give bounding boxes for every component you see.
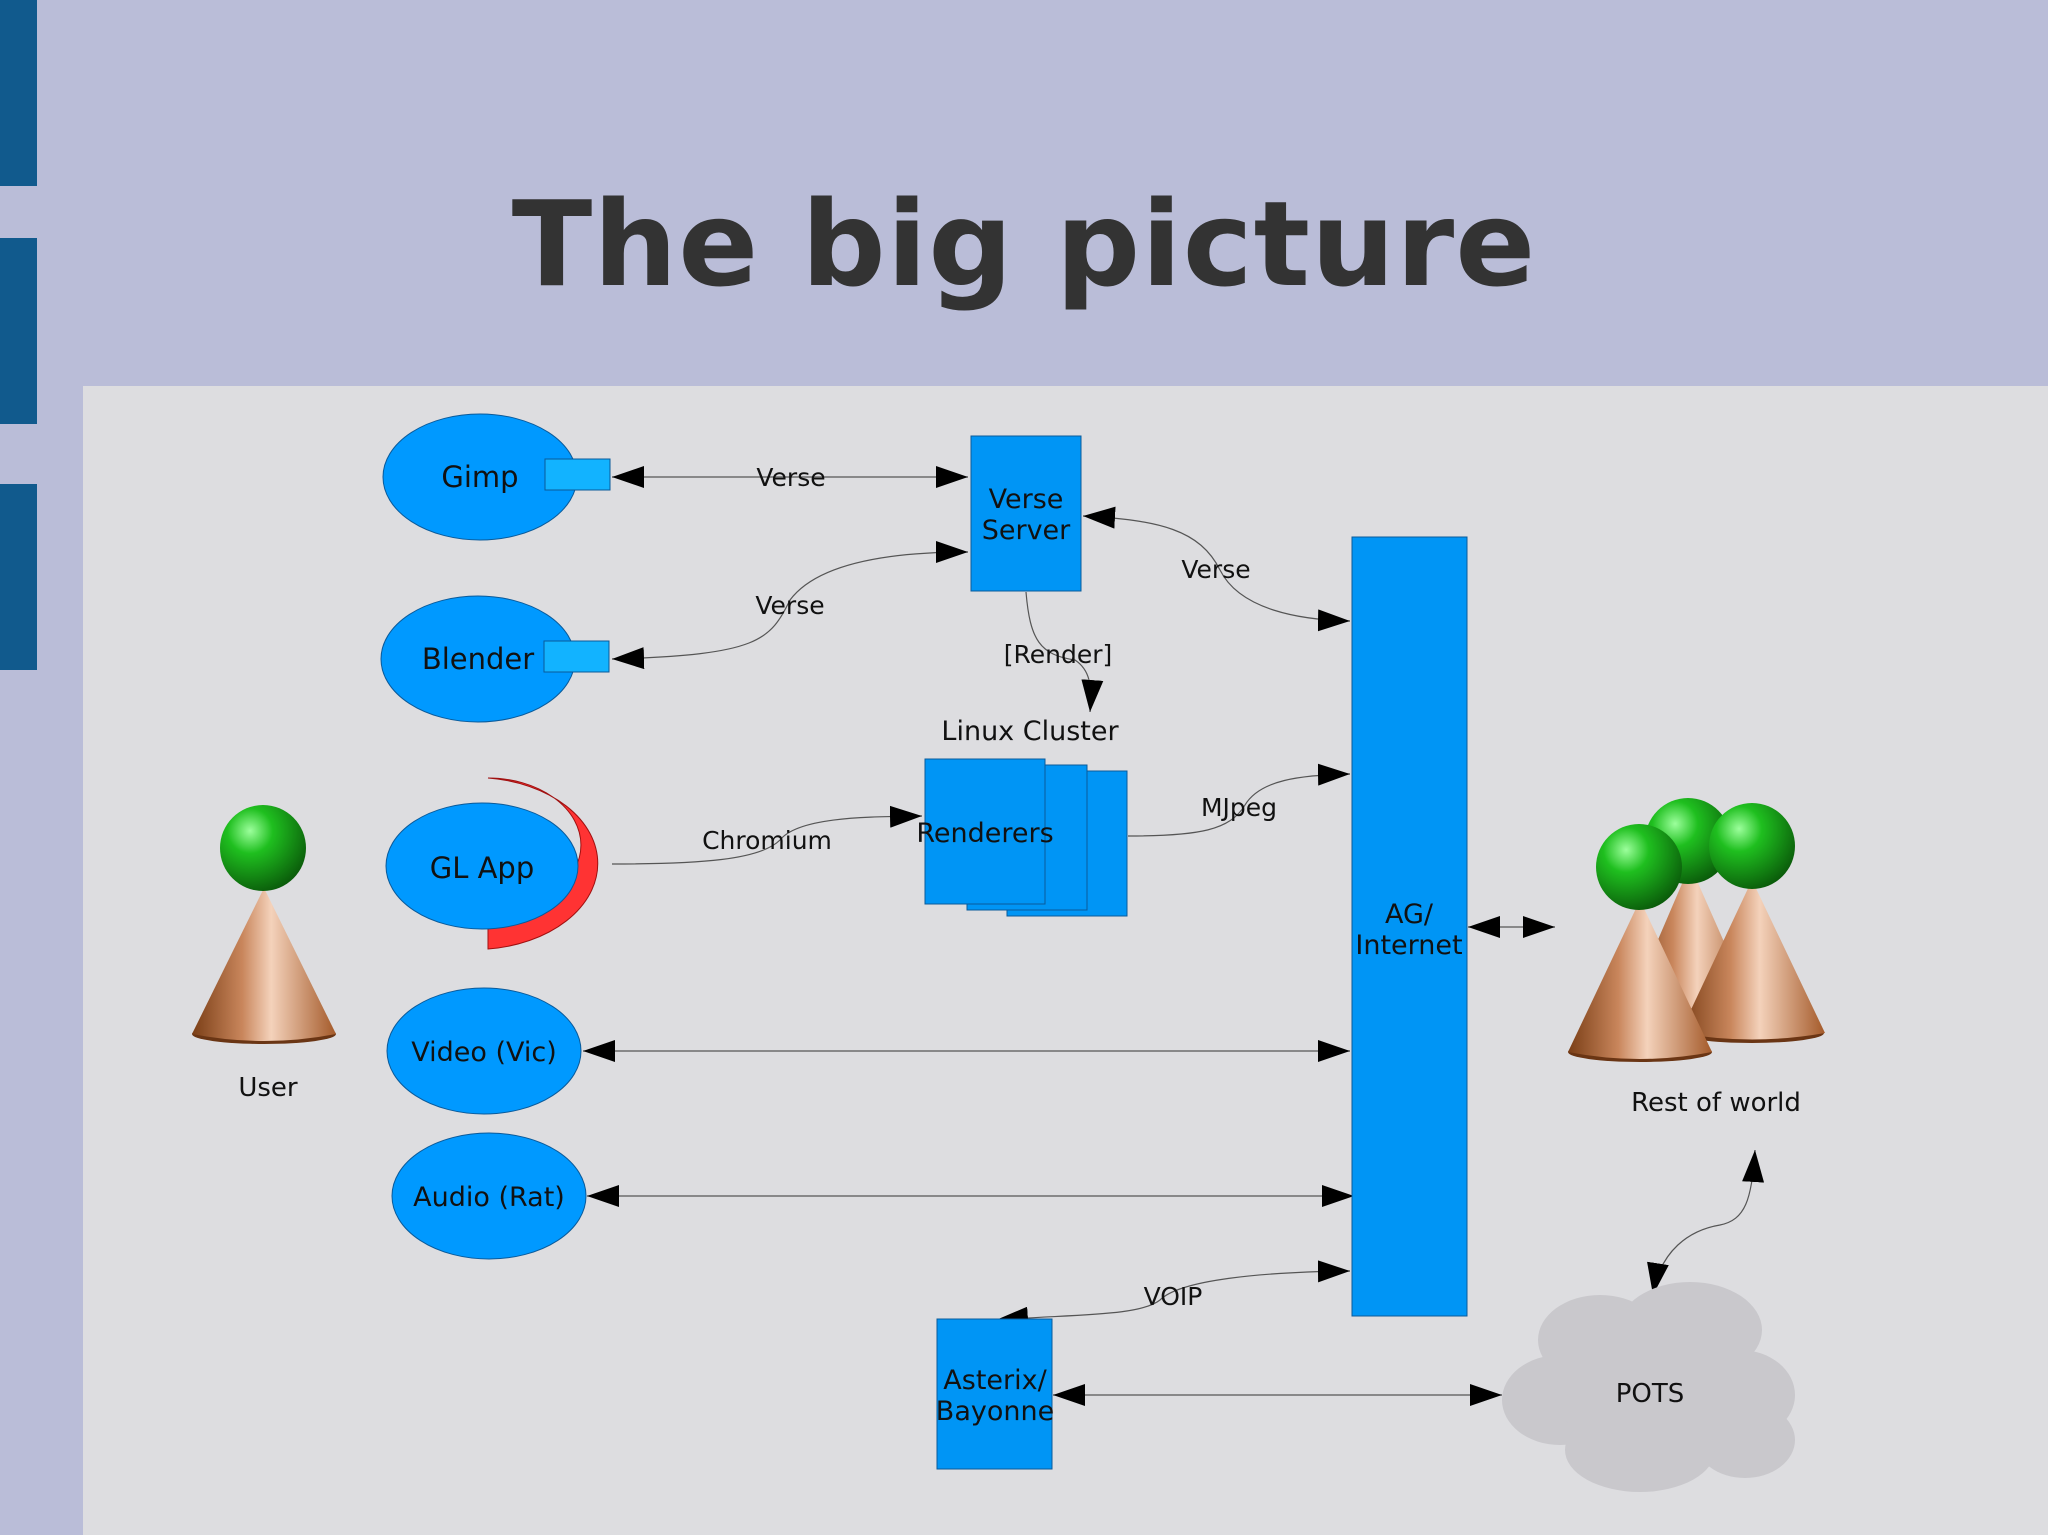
node-blender[interactable]: Blender	[380, 595, 610, 723]
edge-mjpeg	[1127, 763, 1351, 837]
label-blender-verse: Verse	[755, 591, 824, 620]
node-asterix-bayonne[interactable]: Asterix/ Bayonne	[936, 1318, 1054, 1470]
linux-cluster-label: Linux Cluster	[941, 716, 1119, 747]
verse-server-label-line1: Verse	[989, 484, 1064, 515]
gl-app-red-arc	[487, 777, 599, 950]
edge-render	[1025, 591, 1104, 713]
side-bar-segment-3	[0, 484, 37, 670]
asterix-label-line1: Asterix/	[943, 1365, 1047, 1396]
label-server-ag-verse: Verse	[1181, 555, 1250, 584]
edge-world-pots	[1647, 1149, 1765, 1296]
verse-server-label-line2: Server	[982, 515, 1071, 546]
user-figure-icon	[192, 805, 336, 1044]
label-voip: VOIP	[1144, 1282, 1203, 1311]
edge-labels: Verse Verse Verse [Render] Chromium MJpe…	[702, 463, 1277, 1311]
ag-internet-label-line1: AG/	[1385, 899, 1434, 930]
pots-label: POTS	[1616, 1379, 1685, 1409]
node-pots-cloud[interactable]: POTS	[1502, 1282, 1795, 1492]
edge-blender-verse	[611, 541, 969, 670]
blender-verse-port	[543, 640, 610, 673]
side-bar-segment-1	[0, 0, 37, 186]
rest-of-world-figures-icon	[1568, 798, 1825, 1062]
video-label: Video (Vic)	[411, 1037, 557, 1068]
ag-internet-label-line2: Internet	[1355, 930, 1462, 961]
gimp-verse-port	[544, 458, 611, 491]
label-render: [Render]	[1004, 640, 1113, 669]
node-gl-app[interactable]: GL App	[385, 777, 599, 950]
edge-server-ag	[1082, 506, 1351, 632]
edge-voip	[995, 1260, 1351, 1329]
label-mjpeg: MJpeg	[1201, 793, 1277, 822]
node-video[interactable]: Video (Vic)	[386, 987, 582, 1115]
node-renderers[interactable]: Renderers	[916, 758, 1128, 917]
slide-title: The big picture	[511, 175, 1537, 313]
node-gimp[interactable]: Gimp	[382, 413, 611, 541]
asterix-label-line2: Bayonne	[936, 1396, 1054, 1427]
side-bar-segment-2	[0, 238, 37, 424]
user-label: User	[238, 1073, 298, 1103]
audio-label: Audio (Rat)	[413, 1182, 565, 1213]
node-audio[interactable]: Audio (Rat)	[391, 1132, 587, 1260]
edge-chromium	[611, 805, 923, 865]
node-ag-internet[interactable]: AG/ Internet	[1351, 536, 1468, 1317]
renderer-box-front	[924, 758, 1046, 905]
renderers-label: Renderers	[916, 818, 1053, 849]
rest-of-world-label: Rest of world	[1631, 1088, 1801, 1118]
slide-header: The big picture	[0, 0, 2048, 670]
label-gimp-verse: Verse	[756, 463, 825, 492]
label-chromium: Chromium	[702, 826, 832, 855]
blender-label: Blender	[422, 642, 534, 676]
node-verse-server[interactable]: Verse Server	[970, 435, 1082, 592]
connections	[583, 466, 1765, 1406]
gl-app-label: GL App	[430, 851, 535, 885]
gimp-label: Gimp	[441, 460, 518, 494]
